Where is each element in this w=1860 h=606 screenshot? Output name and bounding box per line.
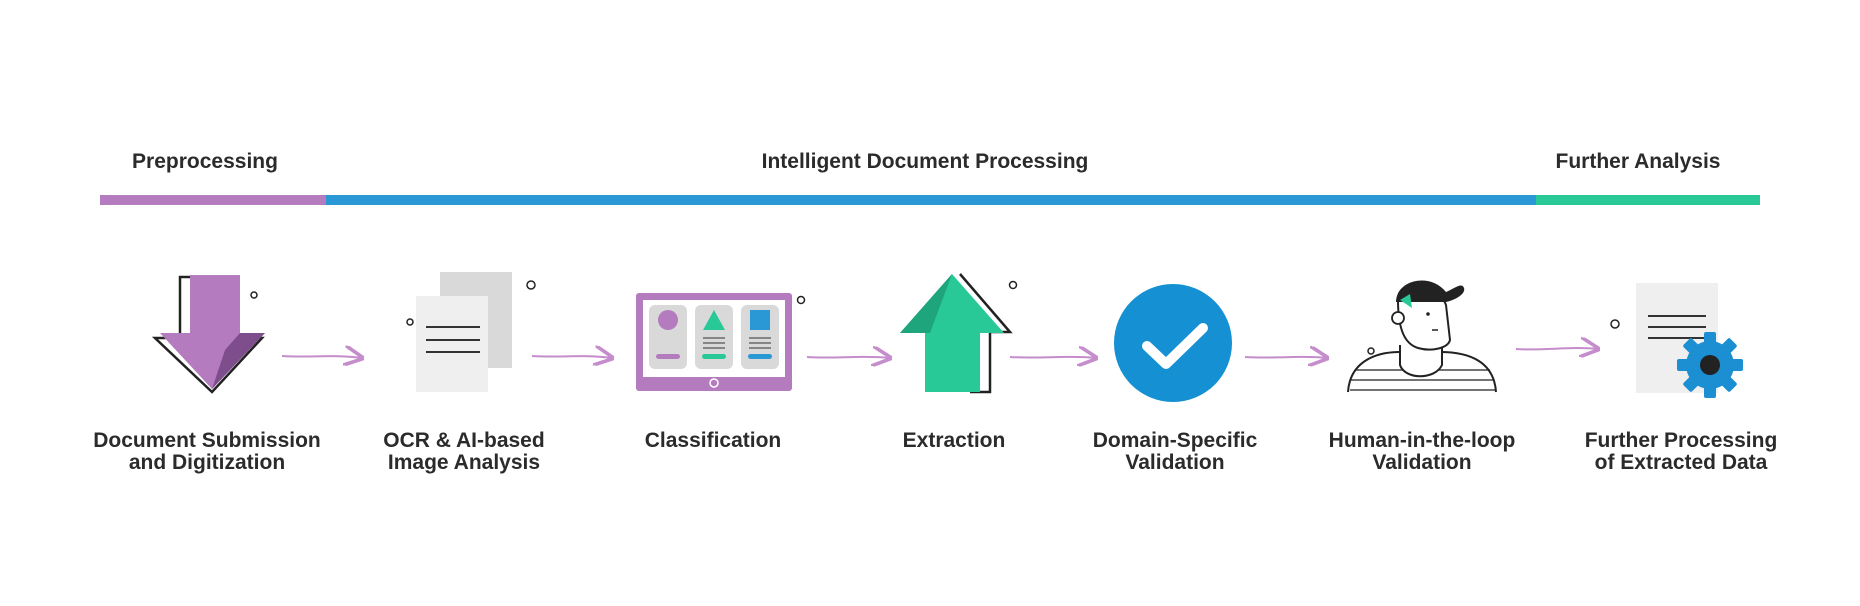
step-label-further-processing: Further Processing of Extracted Data (1584, 429, 1778, 474)
phase-label-further-analysis: Further Analysis (1555, 150, 1721, 173)
step-label-classification: Classification (644, 429, 782, 452)
step-label-human-in-the-loop: Human-in-the-loop Validation (1328, 429, 1516, 474)
flow-arrow-3 (806, 357, 890, 358)
upload-arrow-icon (900, 273, 1018, 394)
step-label-extraction: Extraction (902, 429, 1006, 452)
phase-label-preprocessing: Preprocessing (132, 150, 278, 173)
flow-arrow-4 (1009, 357, 1096, 358)
person-icon (1347, 280, 1497, 393)
documents-icon (406, 272, 536, 392)
document-gear-icon (1610, 283, 1743, 398)
flow-arrow-1 (281, 356, 362, 358)
flow-arrow-6 (1515, 348, 1598, 349)
phase-bar-preprocessing (100, 195, 326, 205)
step-label-document-submission: Document Submission and Digitization (93, 429, 321, 474)
phase-bar-further-analysis (1536, 195, 1760, 205)
phase-label-intelligent-document-processing: Intelligent Document Processing (761, 150, 1089, 173)
tablet-cards-icon (636, 293, 806, 391)
flow-arrow-5 (1244, 357, 1327, 358)
download-arrow-icon (151, 275, 265, 394)
step-label-domain-specific-validation: Domain-Specific Validation (1092, 429, 1258, 474)
flow-arrow-2 (531, 356, 612, 358)
checkmark-circle-icon (1114, 284, 1232, 402)
phase-bar-intelligent-document-processing (326, 195, 1536, 205)
step-label-ocr-ai: OCR & AI-based Image Analysis (383, 429, 545, 474)
